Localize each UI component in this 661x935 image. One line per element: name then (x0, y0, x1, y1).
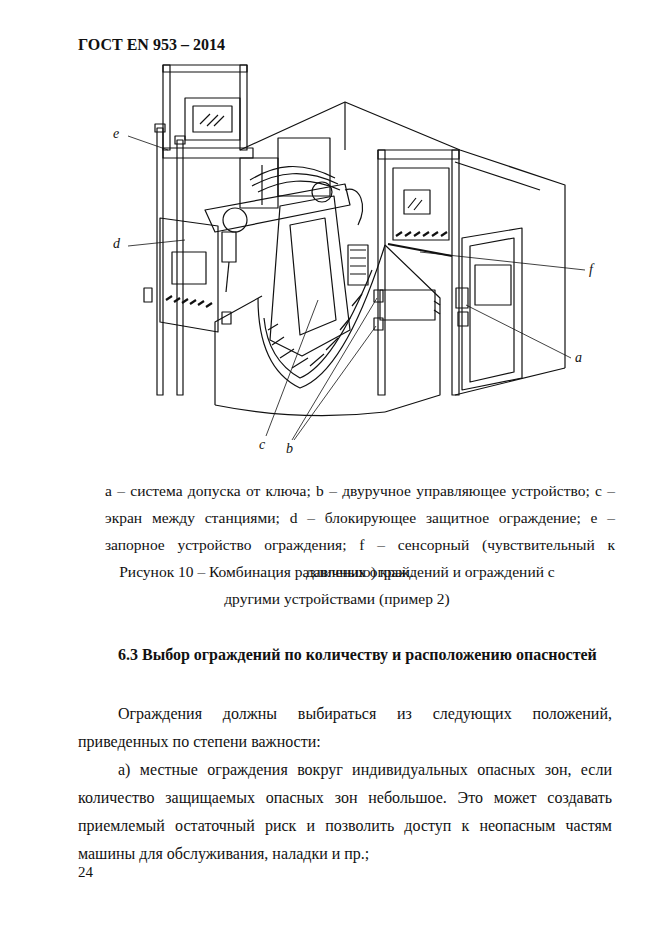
wall-edge (455, 162, 540, 190)
leader-line (266, 300, 318, 436)
body-paragraph: а) местные ограждения вокруг индивидуаль… (78, 756, 612, 868)
cap (175, 136, 185, 144)
fixture-lines (350, 250, 366, 274)
wall-corner (344, 102, 345, 150)
leader-line (128, 240, 185, 246)
cable (345, 189, 362, 225)
hazard-stripes (396, 232, 447, 236)
monitor (185, 98, 240, 140)
guard-panel (160, 218, 218, 332)
robot-arm (205, 184, 350, 232)
glass-hatch (200, 114, 224, 126)
callout-letter: a (574, 350, 583, 366)
crossbar (163, 65, 247, 72)
leader-line (128, 136, 168, 150)
door-window (475, 265, 511, 305)
tool (222, 232, 236, 262)
section-heading: 6.3 Выбор ограждений по количеству и рас… (78, 640, 612, 669)
bracket (144, 288, 152, 302)
post (163, 65, 170, 150)
callout-letter: b (285, 441, 294, 457)
callout-letter: c (258, 437, 266, 453)
leader-line (466, 305, 571, 358)
cables (250, 166, 340, 192)
page-number: 24 (78, 864, 93, 881)
crossbar (378, 150, 459, 159)
joint (223, 208, 247, 232)
enclosure (215, 296, 262, 405)
screen-hatch (268, 294, 362, 368)
enclosure-base (215, 405, 385, 416)
panel-window (404, 190, 430, 214)
leader-line (420, 252, 585, 270)
glass-hatch (408, 198, 422, 210)
cap (155, 124, 165, 132)
robot-column-face (290, 218, 336, 335)
joint (312, 182, 332, 202)
leader-line (292, 298, 377, 440)
callout-letter: f (588, 262, 594, 278)
callout-letter: d (112, 236, 121, 252)
post (177, 140, 183, 395)
tool-tip (226, 262, 229, 292)
callout-letter: e (112, 126, 120, 142)
post (452, 150, 459, 395)
lock-rail (163, 148, 253, 158)
door-frame (462, 228, 522, 390)
two-hand-button (222, 312, 231, 324)
body-paragraph: Ограждения должны выбираться из следующи… (78, 700, 612, 756)
panel (393, 168, 449, 240)
document-header: ГОСТ EN 953 – 2014 (78, 36, 225, 54)
post (240, 65, 247, 150)
work-table (380, 290, 435, 320)
robot-column (270, 196, 350, 356)
back-wall (240, 102, 565, 368)
enclosure (385, 245, 440, 412)
post (378, 150, 385, 395)
monitor-screen (193, 106, 232, 132)
fixture (348, 245, 368, 285)
figure-caption: Рисунок 10 – Комбинация различных огражд… (112, 558, 562, 612)
hazard-stripes (166, 296, 212, 307)
panel-window (172, 252, 206, 284)
screen (264, 270, 372, 378)
leader-line (294, 326, 376, 440)
